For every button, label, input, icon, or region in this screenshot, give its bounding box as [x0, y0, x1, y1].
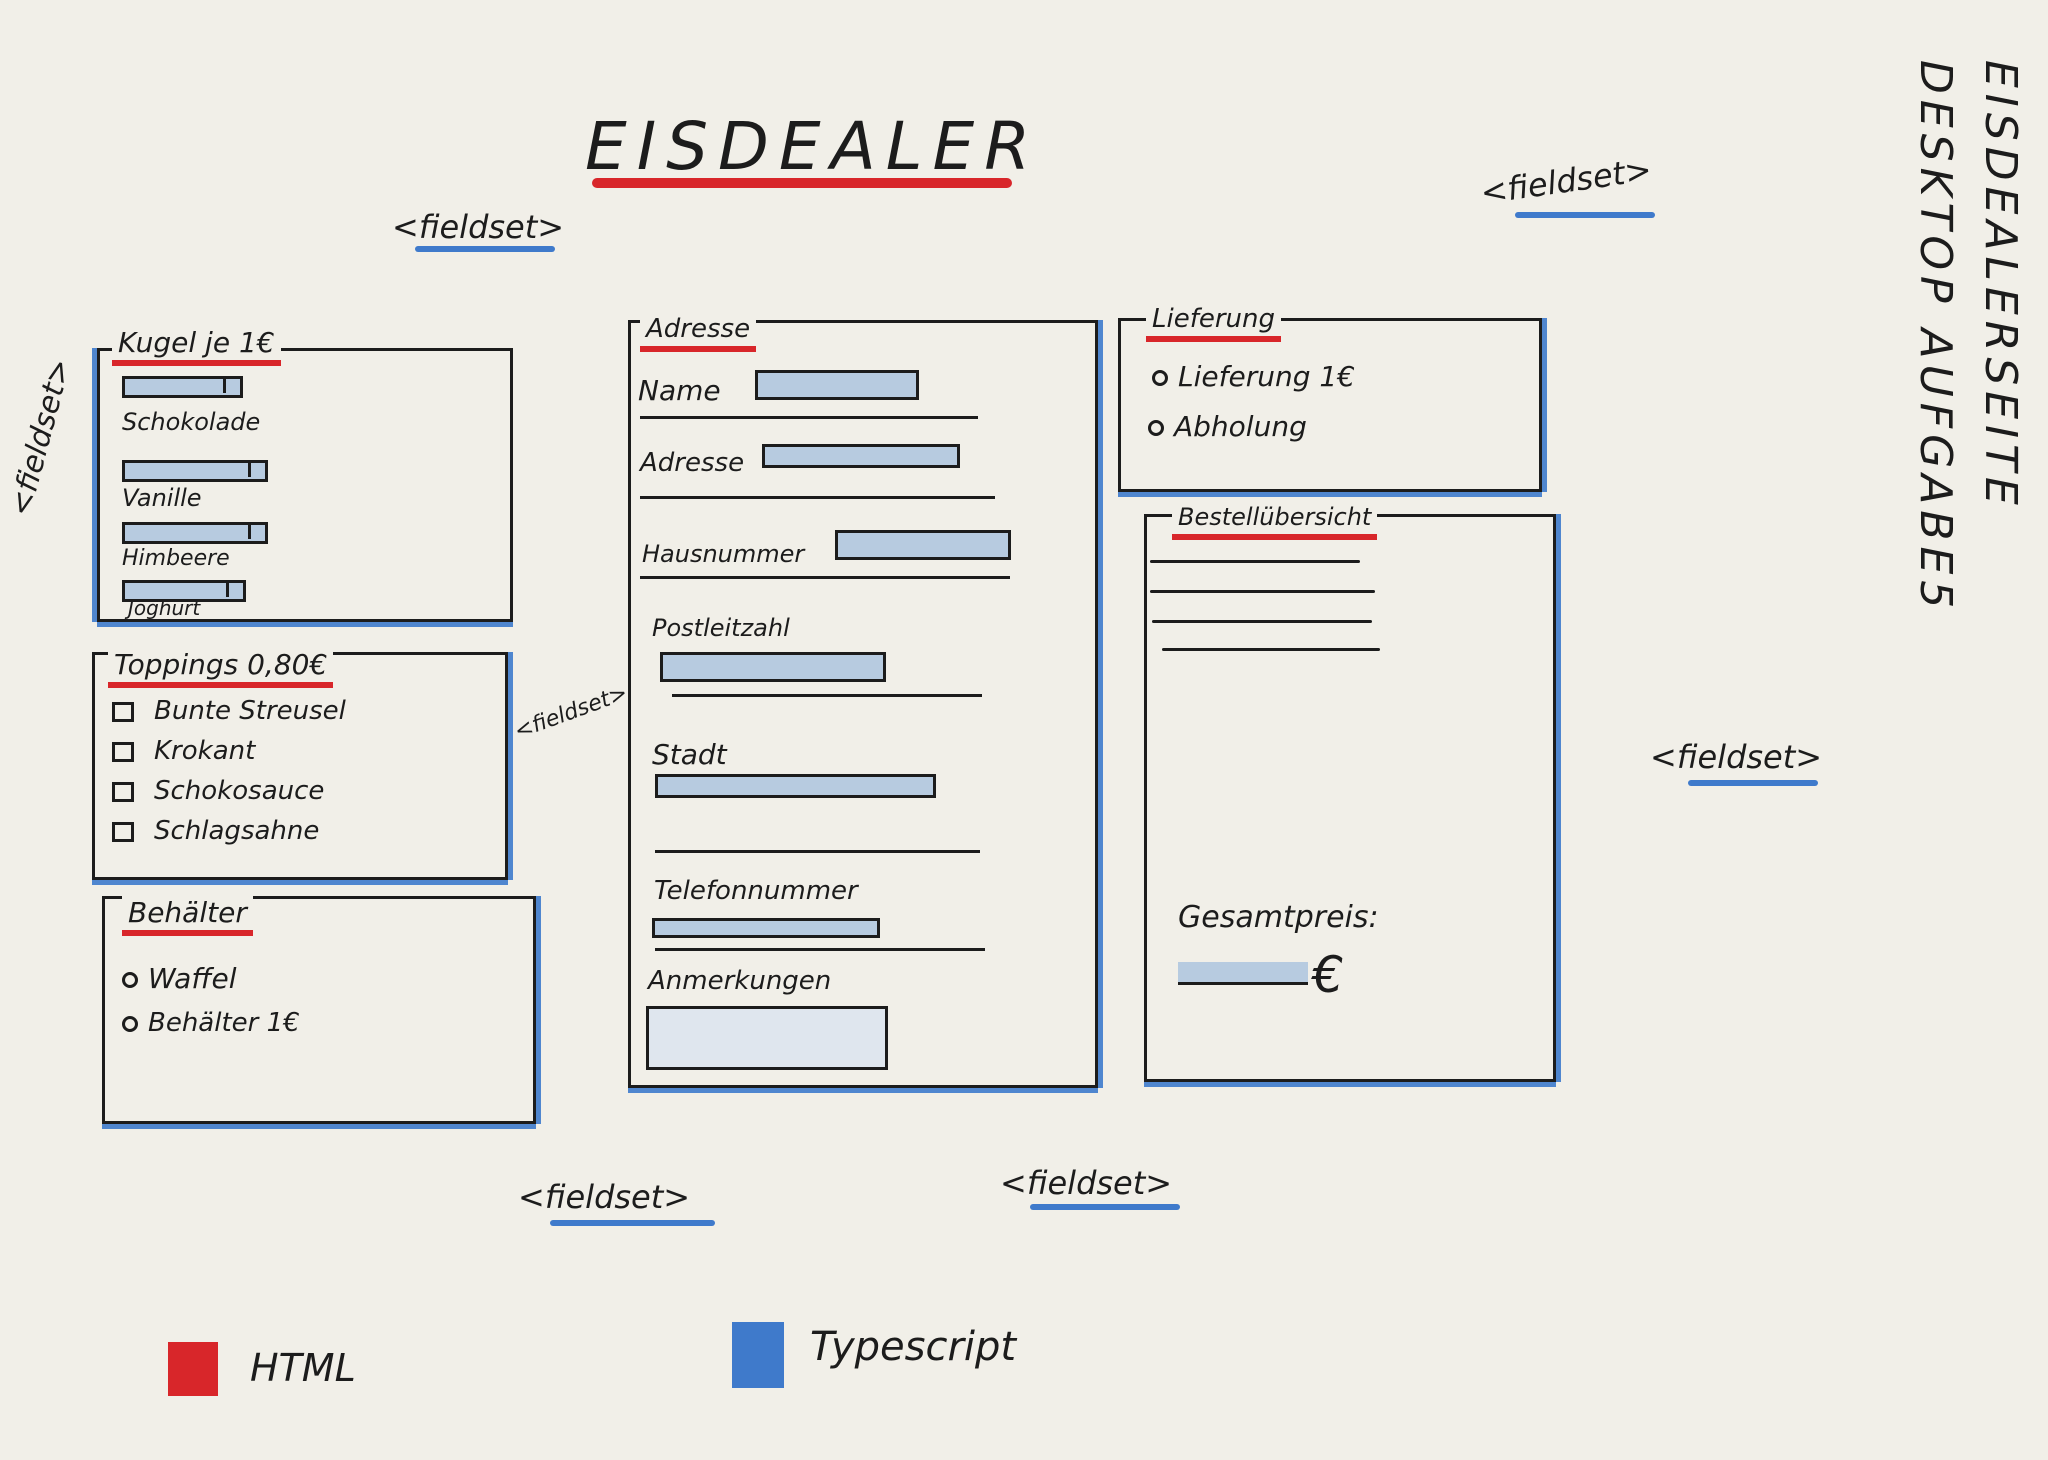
option-abholung[interactable]: Abholung	[1148, 410, 1307, 443]
option-waffel[interactable]: Waffel	[122, 962, 237, 995]
anmerkungen-textarea[interactable]	[646, 1006, 888, 1070]
label-hausnummer: Hausnummer	[642, 540, 805, 568]
fieldset-lieferung	[1118, 318, 1542, 492]
label-anmerkungen: Anmerkungen	[648, 966, 832, 996]
label-stadt: Stadt	[652, 738, 727, 771]
checkbox-icon[interactable]	[112, 701, 134, 722]
slider-himbeere[interactable]	[122, 522, 268, 544]
checkbox-icon[interactable]	[112, 781, 134, 802]
annotation-fieldset-left: <fieldset>	[2, 355, 79, 520]
annotation-underline	[550, 1220, 715, 1226]
postleitzahl-line	[672, 694, 982, 697]
stadt-line	[655, 850, 980, 853]
fieldset-kugel	[97, 348, 513, 622]
slider-joghurt[interactable]	[122, 580, 246, 602]
legend-label-typescript: Typescript	[810, 1324, 1017, 1370]
annotation-fieldset-bestellung: <fieldset>	[1650, 738, 1823, 776]
annotation-fieldset-lieferung: <fieldset>	[1478, 150, 1654, 212]
legend-behaelter: Behälter	[122, 896, 253, 936]
slider-vanille[interactable]	[122, 460, 268, 482]
label-adresse: Adresse	[640, 448, 745, 478]
order-line-1	[1150, 560, 1360, 563]
option-behaelter[interactable]: Behälter 1€	[122, 1008, 300, 1038]
adresse-line	[640, 496, 995, 499]
option-lieferung[interactable]: Lieferung 1€	[1152, 360, 1355, 393]
legend-adresse: Adresse	[640, 312, 757, 352]
order-line-4	[1162, 648, 1380, 651]
checkbox-icon[interactable]	[112, 741, 134, 762]
label-telefonnummer: Telefonnummer	[654, 876, 858, 906]
order-line-2	[1150, 590, 1375, 593]
legend-swatch-typescript	[732, 1322, 784, 1388]
side-title-1: EISDEALERSEITE	[1975, 60, 2026, 511]
page-title: EISDEALER	[585, 108, 1041, 185]
order-line-3	[1152, 620, 1372, 623]
label-schokolade: Schokolade	[122, 408, 261, 436]
legend-kugel: Kugel je 1€	[112, 326, 281, 366]
topping-row-2[interactable]: Krokant	[112, 736, 255, 766]
label-postleitzahl: Postleitzahl	[652, 614, 790, 642]
topping-row-1[interactable]: Bunte Streusel	[112, 696, 346, 726]
legend-lieferung: Lieferung	[1146, 302, 1282, 342]
annotation-underline	[1030, 1204, 1180, 1210]
annotation-fieldset-toppings: <fieldset>	[511, 680, 632, 745]
radio-icon[interactable]	[1148, 420, 1164, 436]
label-joghurt: Joghurt	[128, 596, 201, 620]
label-name: Name	[638, 374, 721, 407]
telefonnummer-line	[655, 948, 985, 951]
fieldset-bestellung	[1144, 514, 1556, 1082]
annotation-underline	[1515, 212, 1655, 218]
total-label: Gesamtpreis:	[1178, 900, 1379, 935]
side-title-2: DESKTOP AUFGABE5	[1910, 60, 1961, 615]
topping-row-3[interactable]: Schokosauce	[112, 776, 324, 806]
legend-label-html: HTML	[250, 1346, 356, 1390]
radio-icon[interactable]	[122, 1015, 138, 1032]
hausnummer-line	[640, 576, 1010, 579]
adresse-input[interactable]	[762, 444, 960, 468]
label-vanille: Vanille	[122, 484, 202, 512]
radio-icon[interactable]	[122, 972, 138, 988]
annotation-fieldset-adresse: <fieldset>	[1000, 1164, 1173, 1202]
telefonnummer-input[interactable]	[652, 918, 880, 938]
topping-row-4[interactable]: Schlagsahne	[112, 816, 319, 846]
radio-icon[interactable]	[1152, 370, 1168, 386]
total-scribble	[1178, 962, 1308, 985]
legend-toppings: Toppings 0,80€	[108, 648, 334, 688]
hausnummer-input[interactable]	[835, 530, 1011, 560]
stadt-input[interactable]	[655, 774, 936, 798]
annotation-fieldset-behaelter: <fieldset>	[518, 1178, 691, 1216]
name-input[interactable]	[755, 370, 919, 400]
legend-swatch-html	[168, 1342, 218, 1396]
total-value: €	[1312, 946, 1344, 1004]
legend-bestellung: Bestellübersicht	[1172, 500, 1378, 540]
name-line	[640, 416, 978, 419]
postleitzahl-input[interactable]	[660, 652, 886, 682]
annotation-fieldset-kugel: <fieldset>	[392, 208, 565, 246]
annotation-underline	[415, 246, 555, 252]
annotation-underline	[1688, 780, 1818, 786]
label-himbeere: Himbeere	[122, 546, 230, 571]
checkbox-icon[interactable]	[112, 821, 134, 842]
fieldset-behaelter	[102, 896, 536, 1124]
title-underline	[592, 178, 1012, 188]
fieldset-adresse	[628, 320, 1098, 1088]
slider-schokolade[interactable]	[122, 376, 243, 398]
